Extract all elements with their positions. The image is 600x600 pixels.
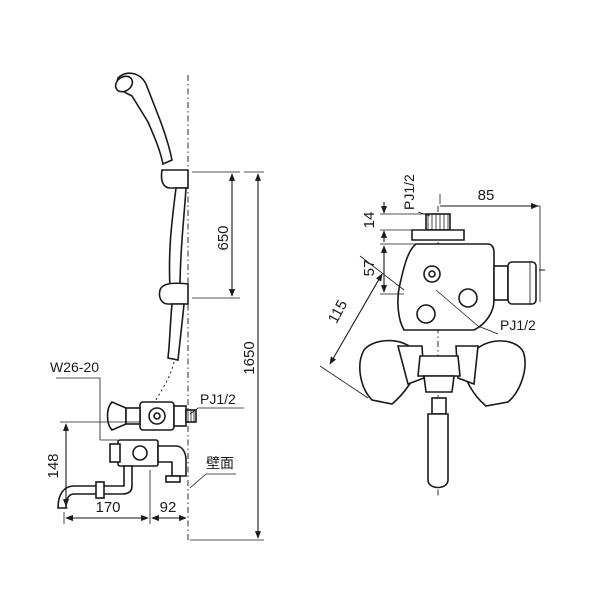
label-pj12-side: PJ1/2: [200, 391, 236, 407]
dim-85: 85: [478, 187, 495, 204]
label-wall: 壁面: [206, 455, 234, 471]
dim-57: 57: [361, 260, 378, 277]
upper-bracket: [160, 169, 189, 189]
shower-hose: [167, 303, 185, 361]
dim-115: 115: [325, 297, 351, 326]
dim-14: 14: [361, 212, 378, 229]
label-pj12-top: PJ1/2: [401, 174, 417, 210]
shower-head-face: [114, 75, 134, 93]
faucet-body-side: [57, 401, 197, 509]
front-faucet-body: [397, 243, 495, 331]
shower-handset: [116, 72, 173, 166]
dim-170: 170: [95, 499, 120, 516]
label-w26-20: W26-20: [50, 359, 99, 375]
dim-1650: 1650: [241, 341, 258, 374]
dim-92: 92: [160, 499, 177, 516]
slide-bar: [168, 187, 187, 289]
label-pj12-front: PJ1/2: [500, 317, 536, 333]
lower-bracket: [158, 282, 189, 305]
dim-148: 148: [45, 453, 62, 478]
side-view: 650 1650 148 170 92 W26-20 PJ1/2 壁面: [45, 72, 264, 541]
front-view: 85 14 57 115 PJ1/2 PJ1/2: [319, 174, 548, 498]
dim-650: 650: [215, 225, 232, 250]
